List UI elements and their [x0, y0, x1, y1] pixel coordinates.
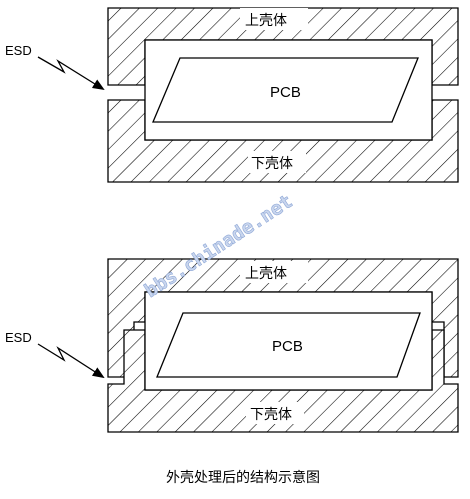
top-pcb-label: PCB — [270, 84, 301, 101]
figure-caption: 外壳处理后的结构示意图 — [166, 469, 320, 486]
top-lower-shell-label: 下壳体 — [251, 155, 293, 172]
bottom-esd-label: ESD — [5, 330, 32, 345]
bottom-esd-lightning-arrow — [37, 343, 105, 379]
bottom-upper-shell-label: 上壳体 — [245, 265, 287, 282]
top-lower-label-bg — [248, 151, 306, 173]
bottom-pcb-label: PCB — [272, 338, 303, 355]
top-esd-arrow — [37, 56, 105, 91]
top-labels: 上壳体 PCB 下壳体 ESD — [5, 8, 308, 173]
top-esd-label: ESD — [5, 43, 32, 58]
top-upper-shell-label: 上壳体 — [245, 12, 287, 29]
bottom-labels: 上壳体 PCB 下壳体 ESD — [5, 261, 308, 424]
bottom-upper-label-bg — [240, 261, 308, 283]
top-enclosure — [107, 7, 459, 183]
bottom-lower-shell-label: 下壳体 — [250, 406, 292, 423]
bottom-esd-arrow — [37, 343, 105, 379]
top-esd-lightning-arrow — [37, 56, 105, 91]
top-pcb-board — [152, 57, 419, 123]
bottom-enclosure — [107, 258, 459, 433]
bottom-pcb-board — [156, 312, 421, 378]
bottom-lower-label-bg — [246, 402, 304, 424]
top-upper-label-bg — [240, 8, 308, 30]
